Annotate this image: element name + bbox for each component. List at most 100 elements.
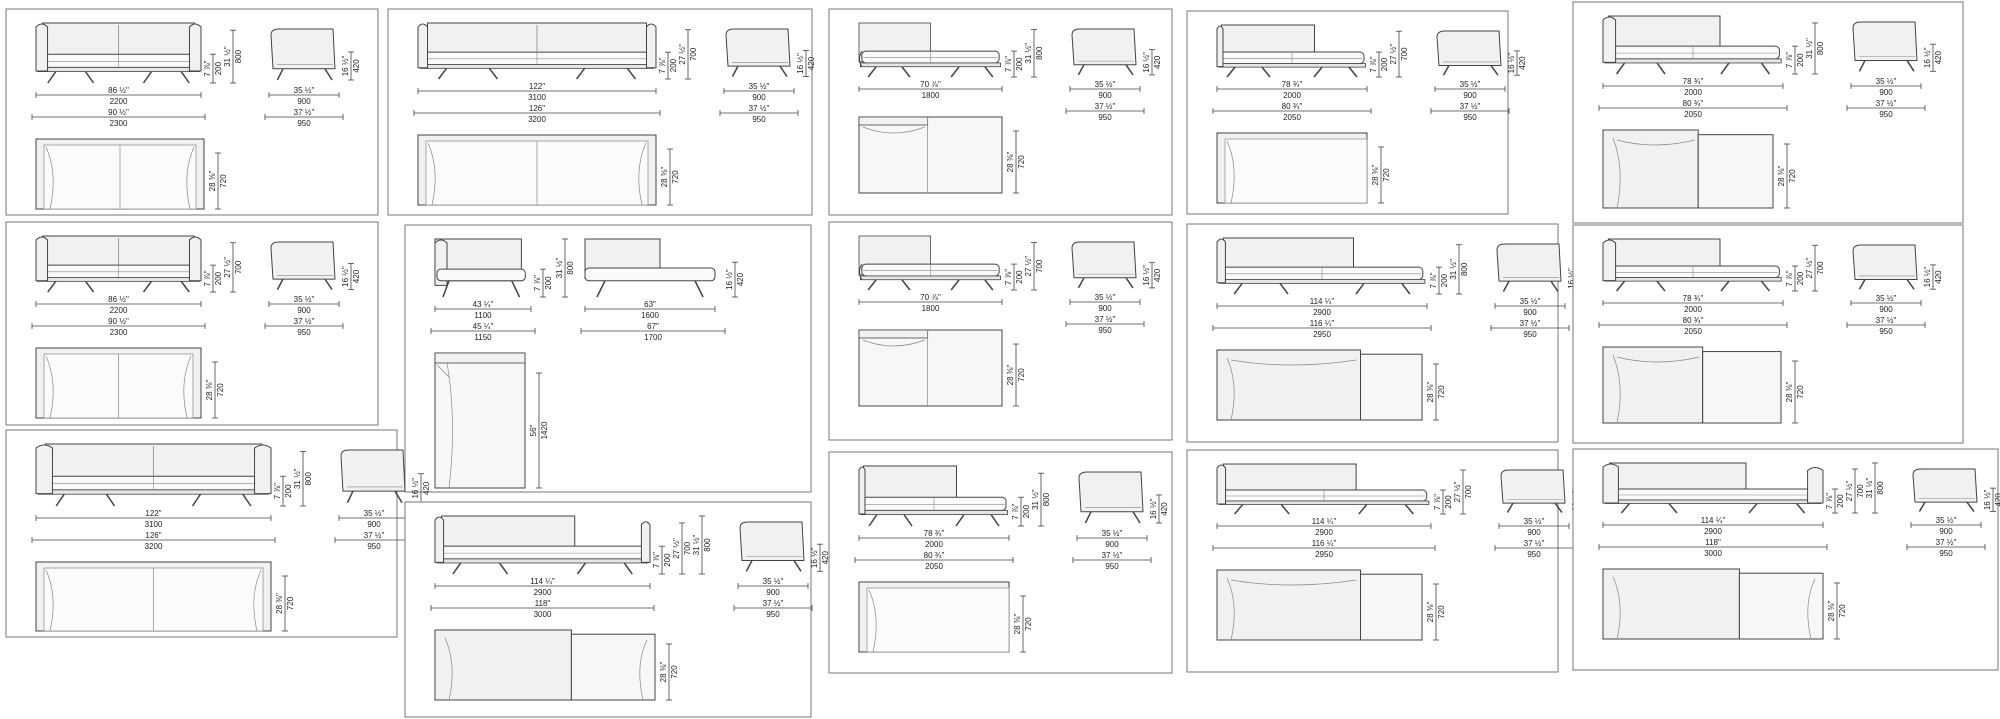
sofa-leg bbox=[1858, 279, 1866, 290]
sofa-leg bbox=[1077, 277, 1085, 289]
sofa-leg bbox=[1077, 64, 1085, 76]
left-arm bbox=[1216, 25, 1224, 68]
dimension-inches: 114 ¼" bbox=[1310, 297, 1335, 306]
sofa-base bbox=[1604, 58, 1782, 64]
sofa-plan-view bbox=[35, 138, 205, 210]
dimension-inches: 78 ¾" bbox=[1282, 80, 1303, 89]
dimension-inches: 31 ½" bbox=[692, 535, 701, 556]
sofa-front-view bbox=[858, 465, 1008, 527]
dimension-inches: 7 ⅞" bbox=[533, 275, 542, 291]
dimension-mm: 420 bbox=[1994, 493, 2000, 507]
sofa-base bbox=[1604, 277, 1782, 282]
dimension-inches: 7 ⅞" bbox=[203, 270, 212, 286]
dimension-inches: 16 ½" bbox=[1923, 47, 1932, 68]
sofa-leg bbox=[55, 493, 65, 507]
dimension-inches: 7 ⅞" bbox=[1785, 270, 1794, 286]
sofa-leg bbox=[1966, 501, 1975, 512]
left-arm bbox=[35, 236, 49, 282]
sofa-plan-view bbox=[434, 352, 526, 489]
side-body bbox=[1496, 243, 1562, 282]
sofa-leg bbox=[1748, 503, 1758, 514]
dimension-inches: 35 ½" bbox=[749, 82, 770, 91]
dimension-mm: 3200 bbox=[528, 115, 546, 124]
dimension-mm: 720 bbox=[1838, 604, 1847, 618]
dimension-mm: 2900 bbox=[1315, 528, 1333, 537]
dimension-inches: 116 ¼" bbox=[1310, 319, 1335, 328]
side-body bbox=[1078, 471, 1144, 513]
dimension-inches: 27 ½" bbox=[678, 44, 687, 65]
dimension-mm: 900 bbox=[1098, 304, 1112, 313]
dimension-mm: 420 bbox=[1518, 56, 1527, 70]
dimension-inches: 80 ¾" bbox=[1683, 99, 1704, 108]
dimension-inches: 16 ½" bbox=[341, 266, 350, 287]
dimension-mm: 950 bbox=[752, 115, 766, 124]
seat-cushion bbox=[436, 268, 526, 282]
sofa-leg bbox=[1656, 280, 1666, 292]
sofa-plan-view bbox=[1216, 569, 1423, 641]
dimension-mm: 2900 bbox=[534, 588, 552, 597]
sofa-leg bbox=[1404, 504, 1414, 515]
sofa-leg bbox=[180, 280, 190, 293]
sofa-side-view bbox=[1852, 244, 1918, 290]
sofa-side-view bbox=[1912, 468, 1978, 512]
sofa-leg bbox=[1280, 504, 1290, 515]
sofa-leg bbox=[793, 560, 802, 572]
dimension-inches: 37 ½" bbox=[294, 108, 315, 117]
dimension-mm: 2200 bbox=[110, 306, 128, 315]
sofa-side-view bbox=[725, 28, 791, 78]
left-arm bbox=[35, 444, 53, 495]
dimension-mm: 2050 bbox=[1684, 327, 1702, 336]
dimension-inches: 16 ½" bbox=[810, 547, 819, 568]
sofa-leg bbox=[1490, 65, 1499, 76]
sofa-leg bbox=[1442, 65, 1450, 76]
dimension-mm: 1420 bbox=[540, 421, 549, 439]
dimension-inches: 27 ½" bbox=[223, 257, 232, 278]
sofa-leg bbox=[596, 280, 606, 298]
right-arm bbox=[254, 444, 272, 495]
dimension-mm: 900 bbox=[367, 520, 381, 529]
sofa-plan-view bbox=[1216, 349, 1423, 421]
dimension-inches: 28 ⅜" bbox=[1777, 166, 1786, 187]
sofa-leg bbox=[1226, 66, 1236, 78]
sofa-leg bbox=[1132, 511, 1141, 524]
dimension-mm: 1150 bbox=[474, 333, 492, 342]
dimension-mm: 800 bbox=[703, 538, 712, 552]
dimension-mm: 1700 bbox=[644, 333, 662, 342]
dimension-inches: 7 ⅞" bbox=[1004, 269, 1013, 285]
dimension-inches: 16 ½" bbox=[1142, 265, 1151, 286]
dimension-mm: 720 bbox=[286, 596, 295, 610]
dimension-inches: 16 ½" bbox=[1983, 489, 1992, 510]
dimension-mm: 200 bbox=[1015, 270, 1024, 284]
sofa-side-view bbox=[1852, 21, 1918, 72]
dimension-inches: 28 ⅜" bbox=[660, 167, 669, 188]
sofa-leg bbox=[1502, 280, 1510, 292]
dimension-inches: 27 ½" bbox=[1453, 482, 1462, 503]
side-body bbox=[739, 521, 805, 561]
dimension-mm: 200 bbox=[1022, 504, 1031, 518]
sofa-leg bbox=[626, 67, 637, 80]
dimension-mm: 3100 bbox=[528, 93, 546, 102]
dimension-inches: 126" bbox=[529, 104, 545, 113]
dimension-mm: 720 bbox=[1382, 168, 1391, 182]
dimension-inches: 16 ½" bbox=[1507, 53, 1516, 74]
left-arm bbox=[858, 466, 866, 515]
sofa-plan-view bbox=[35, 561, 272, 632]
sofa-leg bbox=[1550, 280, 1559, 293]
dimension-inches: 27 ½" bbox=[1024, 256, 1033, 277]
dimension-mm: 2050 bbox=[1684, 110, 1702, 119]
side-body bbox=[725, 28, 791, 67]
right-arm bbox=[645, 23, 657, 69]
dimension-mm: 420 bbox=[422, 481, 431, 495]
sofa-leg bbox=[142, 280, 153, 293]
dimension-mm: 1800 bbox=[922, 304, 940, 313]
dimension-mm: 1100 bbox=[474, 311, 492, 320]
sofa-base bbox=[1218, 279, 1426, 284]
sofa-leg bbox=[868, 514, 878, 527]
sofa-side-view bbox=[270, 28, 336, 81]
dimension-inches: 80 ¾" bbox=[1683, 316, 1704, 325]
sofa-plan-view bbox=[1602, 568, 1824, 640]
dimension-inches: 114 ¼" bbox=[1701, 516, 1726, 525]
